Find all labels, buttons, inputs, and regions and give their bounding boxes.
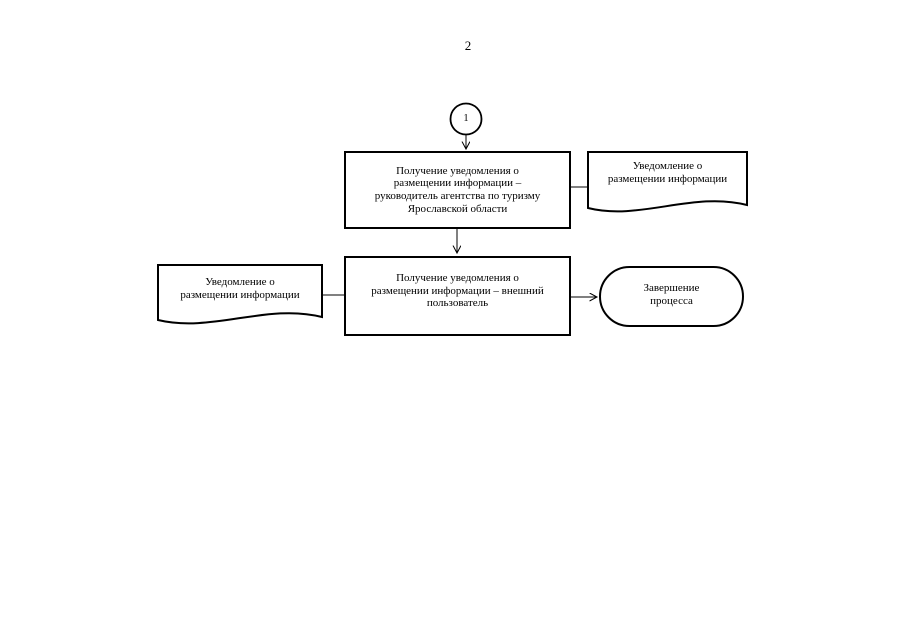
document-left-label: Уведомление о размещении информации bbox=[158, 268, 322, 310]
document-right-label: Уведомление о размещении информации bbox=[588, 152, 747, 194]
text-line: руководитель агентства по туризму bbox=[374, 190, 541, 202]
process2-label: Получение уведомления о размещении инфор… bbox=[345, 257, 570, 325]
document-right-shape bbox=[587, 151, 748, 213]
text-line: Ярославской области bbox=[407, 202, 508, 215]
terminator-label: Завершение процесса bbox=[600, 267, 743, 323]
text-line: процесса bbox=[650, 295, 693, 307]
terminator-shape bbox=[599, 266, 744, 327]
process2-shape bbox=[344, 256, 571, 336]
text-line: Уведомление о bbox=[632, 160, 703, 173]
text-line: размещении информации – bbox=[393, 177, 522, 190]
text-line: размещении информации – внешний bbox=[371, 284, 544, 297]
document-left-shape bbox=[157, 264, 323, 325]
text-line: пользователь bbox=[426, 297, 489, 310]
text-line: размещении информации bbox=[607, 173, 728, 185]
text-line: Получение уведомления о bbox=[396, 164, 519, 177]
text-line: размещении информации bbox=[180, 289, 300, 301]
text-line: Завершение bbox=[643, 282, 700, 295]
process1-shape bbox=[344, 151, 571, 229]
process1-label: Получение уведомления о размещении инфор… bbox=[345, 152, 570, 228]
offpage-connector-circle-shape bbox=[449, 102, 483, 136]
text-line: Уведомление о bbox=[205, 276, 275, 289]
text-line: Получение уведомления о bbox=[396, 272, 519, 285]
page-number: 2 bbox=[464, 38, 472, 53]
offpage-connector-label: 1 bbox=[463, 112, 469, 124]
